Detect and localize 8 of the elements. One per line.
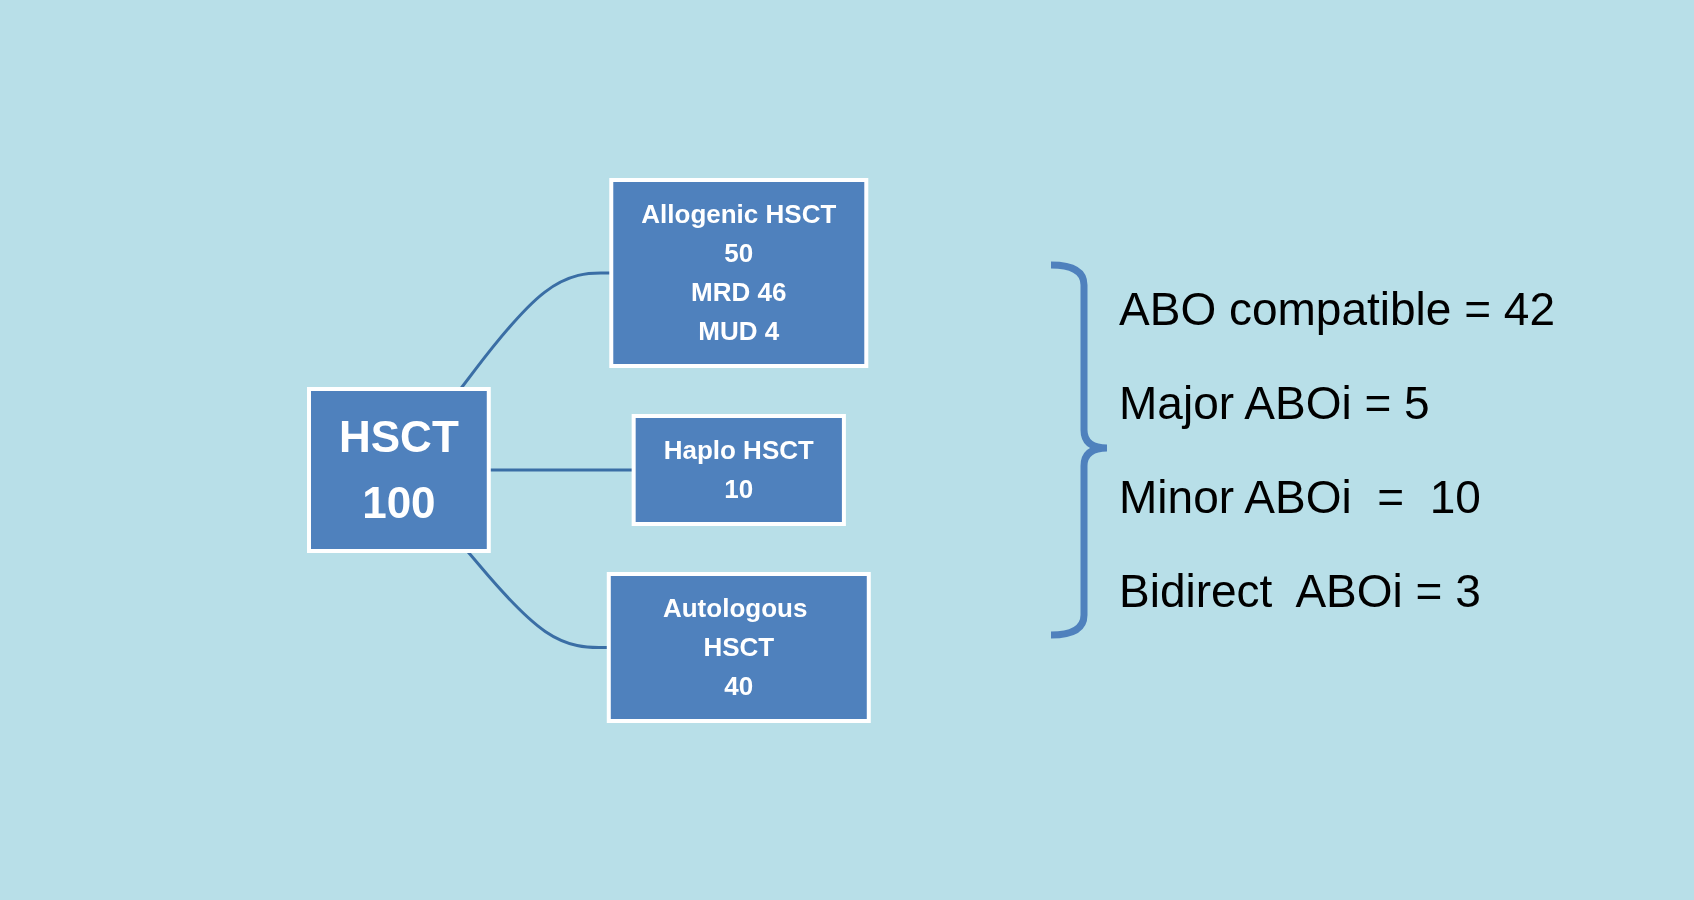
node-box: Autologous HSCT 40: [606, 571, 871, 723]
count-note: Bidirect ABOi = 3: [1119, 564, 1482, 618]
count-note: ABO compatible = 42: [1119, 282, 1555, 336]
count-note: Minor ABOi = 10: [1119, 470, 1482, 524]
node-box: HSCT 100: [307, 386, 491, 553]
count-note: Major ABOi = 5: [1119, 376, 1431, 430]
node-box: Haplo HSCT 10: [631, 413, 846, 526]
node-box: Allogenic HSCT 50 MRD 46 MUD 4: [609, 177, 869, 368]
